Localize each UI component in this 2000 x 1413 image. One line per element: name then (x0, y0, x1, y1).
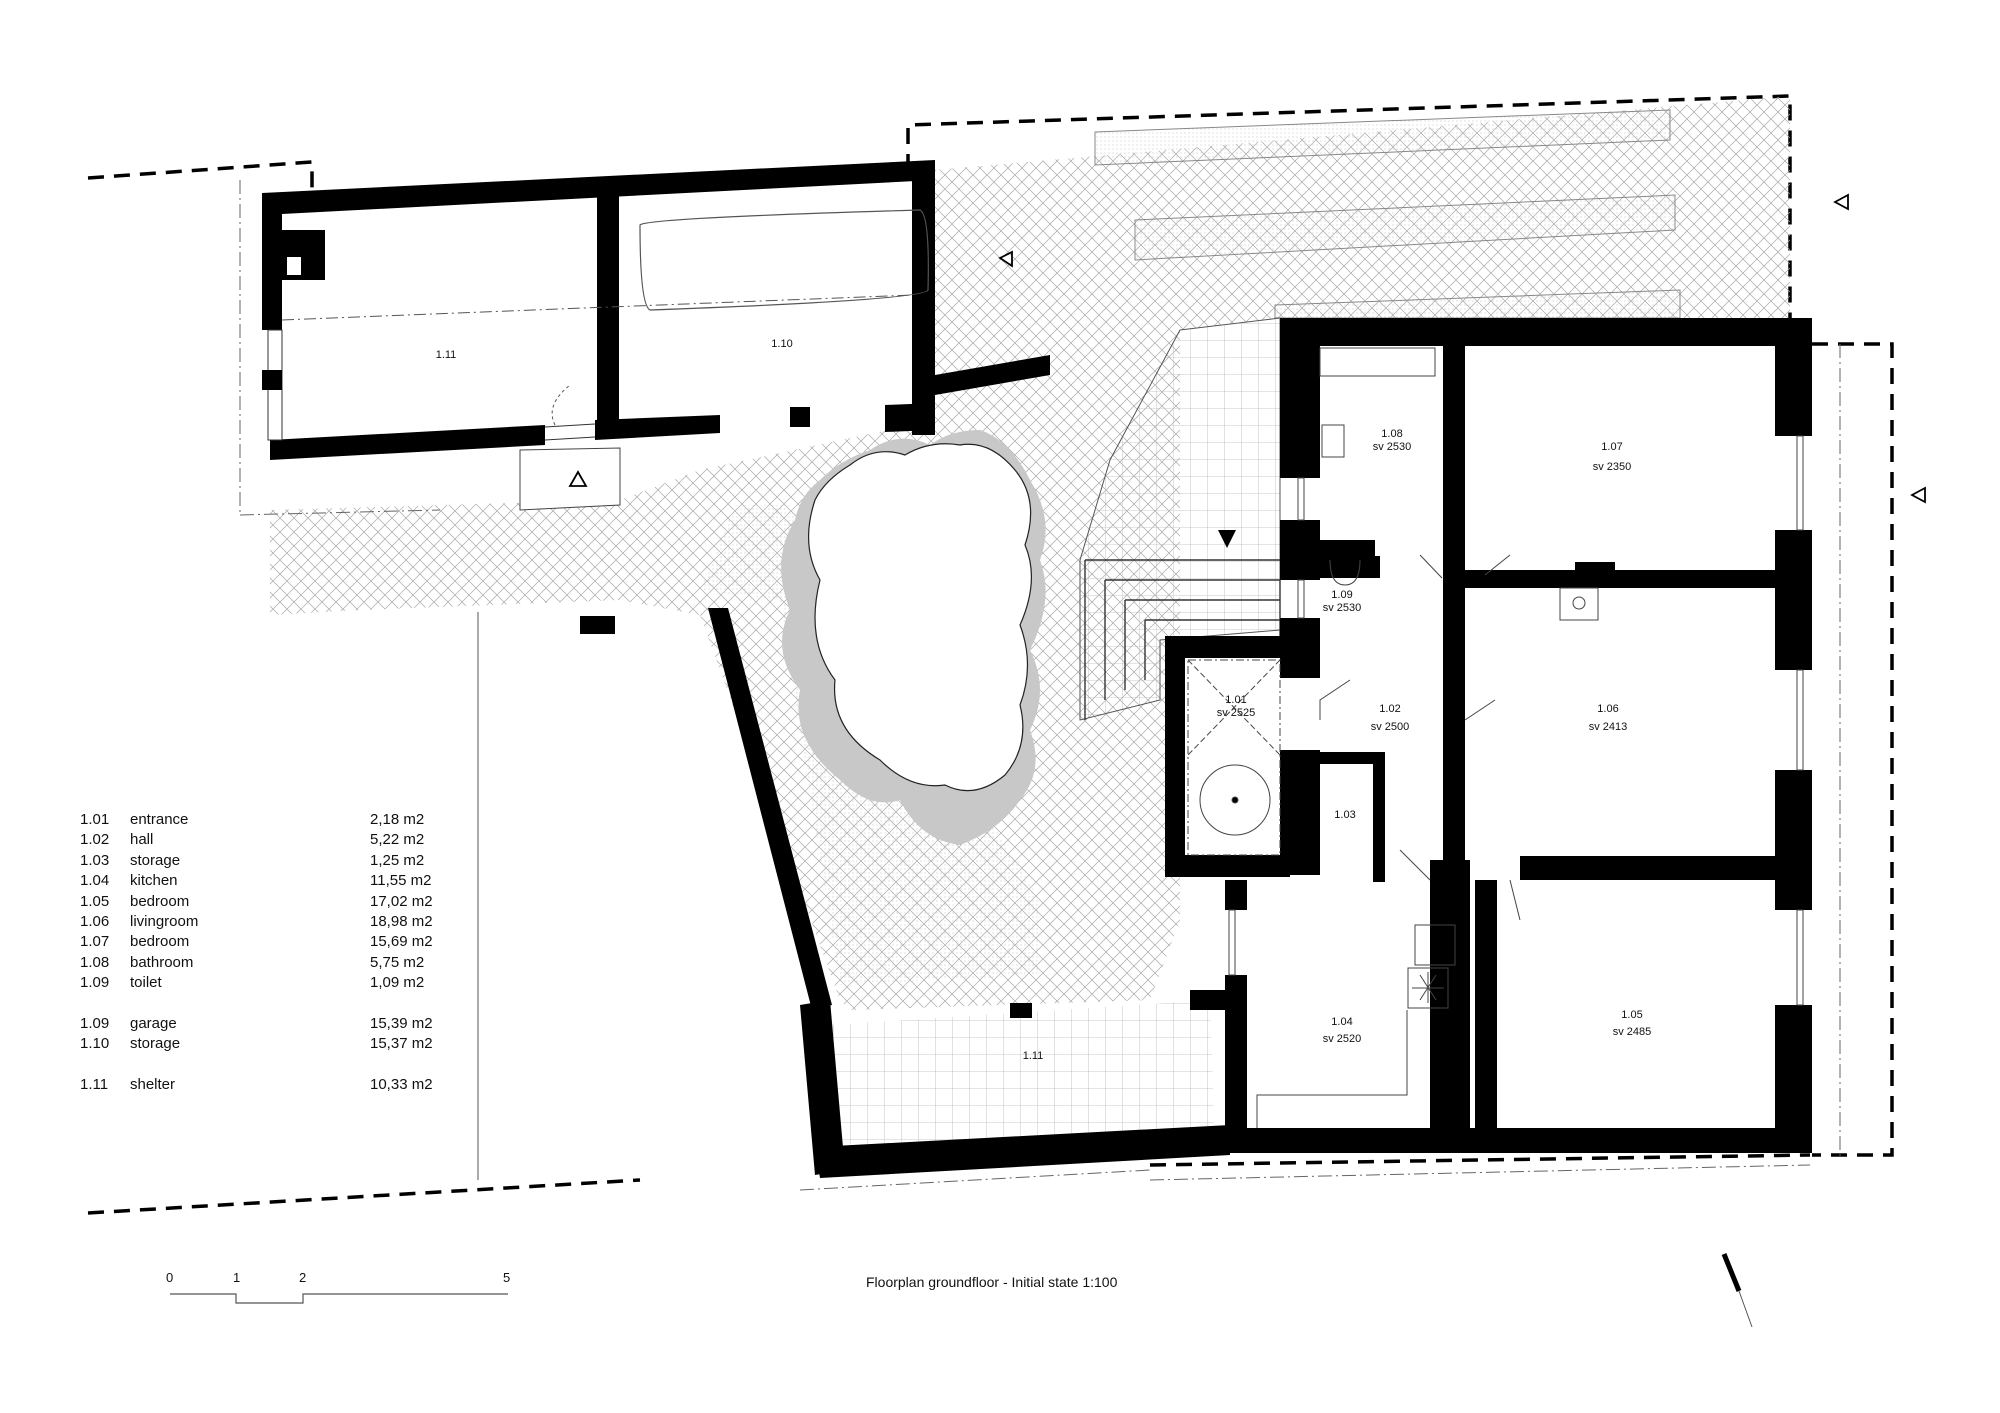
room-level-1-01: sv 2525 (1217, 707, 1256, 719)
room-number-1-04: 1.04 (1331, 1016, 1352, 1028)
room-level-1-06: sv 2413 (1589, 721, 1628, 733)
north-arrow-icon (1721, 1253, 1753, 1328)
room-number-1-05: 1.05 (1621, 1009, 1642, 1021)
room-number-1-08: 1.08 (1381, 428, 1402, 440)
room-number-1-02: 1.02 (1379, 703, 1400, 715)
gate-marker-icon (998, 250, 1013, 268)
scale-tick-2: 2 (299, 1270, 307, 1285)
room-level-1-08: sv 2530 (1373, 441, 1412, 453)
room-level-1-05: sv 2485 (1613, 1026, 1652, 1038)
entrance-arrow-icon (1218, 530, 1236, 548)
house-boundary-dash (239, 180, 1841, 1191)
room-number-1-06: 1.06 (1597, 703, 1618, 715)
garage-entrance-marker-icon (568, 470, 588, 487)
house-windows (1228, 435, 1804, 1006)
room-level-1-07: sv 2350 (1593, 461, 1632, 473)
shelter-walls (800, 990, 1230, 1178)
house-fixtures (1187, 347, 1599, 1128)
garage-block (262, 160, 1050, 511)
room-number-1-11-shed: 1.11 (436, 349, 457, 361)
side-marker-icon (1910, 486, 1926, 504)
room-number-1-09: 1.09 (1331, 589, 1352, 601)
scale-tick-5: 5 (503, 1270, 511, 1285)
street-marker-icon (1833, 193, 1849, 211)
tree-canopy (781, 430, 1046, 845)
room-number-1-07: 1.07 (1601, 441, 1622, 453)
scale-tick-0: 0 (166, 1270, 174, 1285)
shelter-floor (828, 1000, 1215, 1160)
room-number-1-11-shelter: 1.11 (1023, 1050, 1044, 1062)
house-walls (1165, 318, 1812, 1153)
drawing-title: Floorplan groundfloor - Initial state 1:… (866, 1274, 1118, 1290)
scale-bar (170, 1293, 508, 1304)
room-number-1-01: 1.01 (1225, 694, 1246, 706)
property-boundary (87, 94, 1894, 1215)
room-level-1-02: sv 2500 (1371, 721, 1410, 733)
room-level-1-09: sv 2530 (1323, 602, 1362, 614)
room-level-1-04: sv 2520 (1323, 1033, 1362, 1045)
room-number-1-10: 1.10 (771, 338, 792, 350)
scale-tick-1: 1 (233, 1270, 241, 1285)
room-number-1-03: 1.03 (1334, 809, 1355, 821)
courtyard-wall (708, 608, 832, 1010)
